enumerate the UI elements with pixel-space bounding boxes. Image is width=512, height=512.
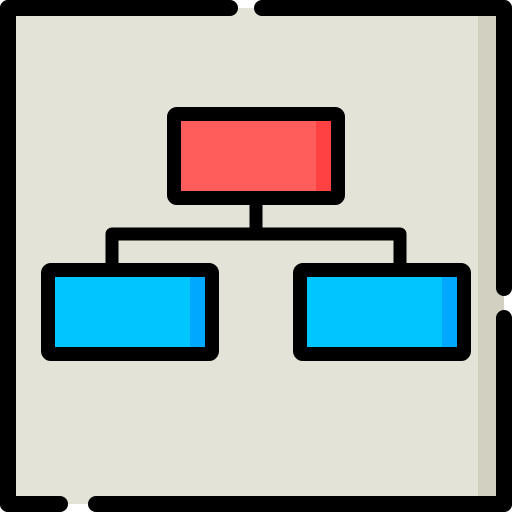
right-child-node-box [293,263,471,361]
panel-background [8,8,504,504]
left-child-node-box [41,263,219,361]
connector-lines [105,202,407,268]
top-node-box [167,107,345,205]
